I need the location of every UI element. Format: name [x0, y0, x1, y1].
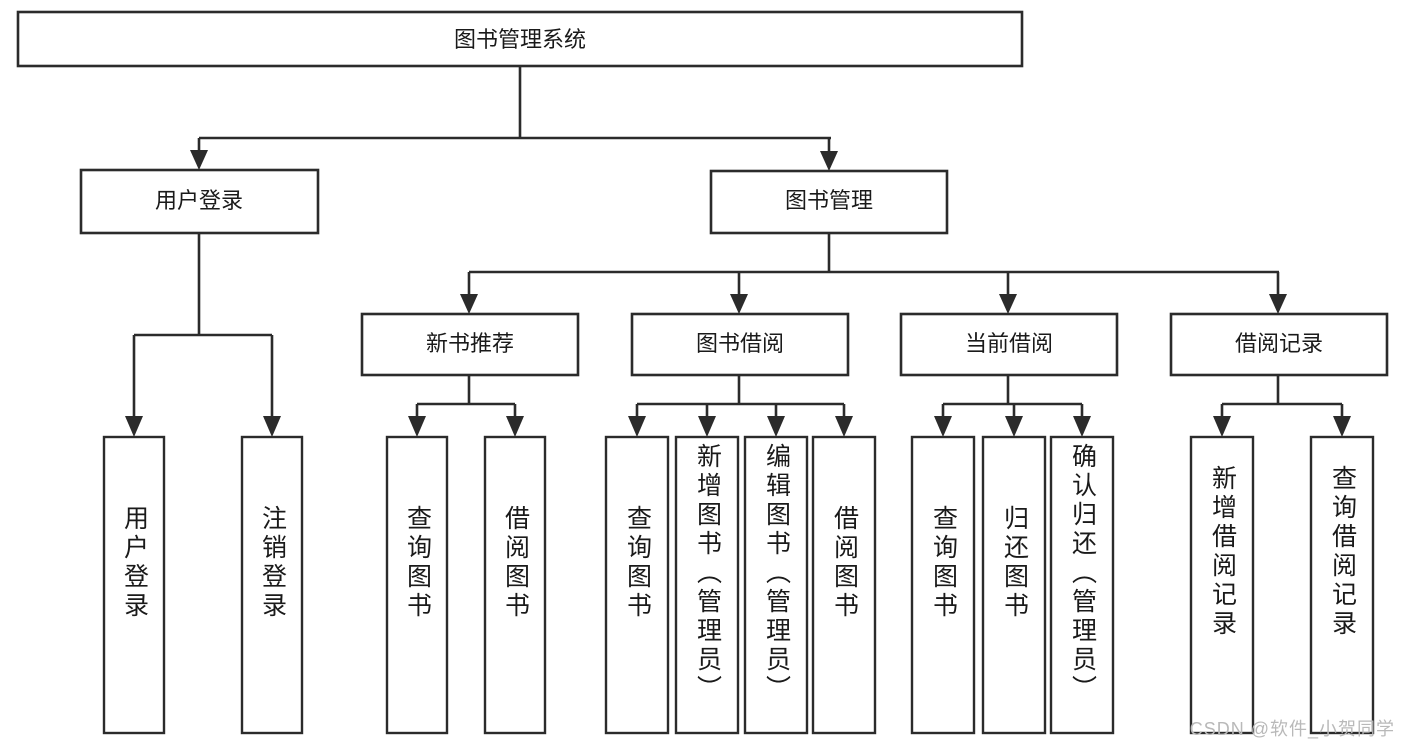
arrow-head-borrow-record — [1269, 294, 1287, 314]
node-new-book-rec-box — [360, 312, 580, 377]
arrow-head-user-login — [190, 150, 208, 170]
connector-group-root — [190, 66, 838, 171]
arrow-head-leaf-user-login — [125, 416, 143, 437]
leaf-box-query-book-1[interactable] — [385, 435, 449, 735]
node-current-borrow-box — [899, 312, 1119, 377]
connector-group-new-book-rec — [408, 375, 524, 437]
leaf-box-user-logout[interactable] — [240, 435, 304, 735]
arrow-head-book-borrow — [730, 294, 748, 314]
arrow-head-leaf-return-book — [1005, 416, 1023, 437]
leaf-box-borrow-book-2[interactable] — [811, 435, 877, 735]
leaf-box-edit-book[interactable] — [743, 435, 809, 735]
node-borrow-record-label: 借阅记录 — [1235, 331, 1323, 356]
leaf-box-group — [102, 435, 1375, 735]
node-new-book-rec-label: 新书推荐 — [426, 331, 514, 356]
node-root-system[interactable]: 图书管理系统 — [16, 10, 1024, 68]
arrow-head-leaf-query-record — [1333, 416, 1351, 437]
node-new-book-rec[interactable]: 新书推荐 — [360, 312, 580, 377]
node-book-borrow[interactable]: 图书借阅 — [630, 312, 850, 377]
arrow-head-leaf-query-book-3 — [934, 416, 952, 437]
arrow-head-book-manage — [820, 151, 838, 171]
connector-group-book-borrow — [628, 375, 853, 437]
leaf-box-add-record[interactable] — [1189, 435, 1255, 735]
arrow-head-leaf-query-book-1 — [408, 416, 426, 437]
connector-group-user-login — [125, 233, 281, 437]
leaf-box-return-book[interactable] — [981, 435, 1047, 735]
arrow-head-leaf-add-book — [698, 416, 716, 437]
arrow-head-current-borrow — [999, 294, 1017, 314]
leaf-box-borrow-book-1[interactable] — [483, 435, 547, 735]
node-user-login-box — [79, 168, 320, 235]
arrow-head-leaf-user-logout — [263, 416, 281, 437]
node-borrow-record[interactable]: 借阅记录 — [1169, 312, 1389, 377]
connector-group-current-borrow — [934, 375, 1091, 437]
node-borrow-record-box — [1169, 312, 1389, 377]
csdn-watermark: CSDN @软件_小贺同学 — [1189, 719, 1395, 739]
node-book-manage[interactable]: 图书管理 — [709, 169, 949, 235]
node-root-label: 图书管理系统 — [454, 27, 586, 52]
node-book-manage-label: 图书管理 — [785, 188, 873, 213]
node-book-borrow-box — [630, 312, 850, 377]
connector-group-book-manage — [460, 233, 1287, 314]
leaf-box-query-book-3[interactable] — [910, 435, 976, 735]
arrow-head-leaf-add-record — [1213, 416, 1231, 437]
arrow-head-leaf-borrow-book-1 — [506, 416, 524, 437]
node-current-borrow-label: 当前借阅 — [965, 331, 1053, 356]
node-user-login-label: 用户登录 — [155, 188, 243, 213]
leaf-box-query-record[interactable] — [1309, 435, 1375, 735]
leaf-box-confirm-return[interactable] — [1049, 435, 1115, 735]
arrow-head-new-book-rec — [460, 294, 478, 314]
node-root-box — [16, 10, 1024, 68]
leaf-box-query-book-2[interactable] — [604, 435, 670, 735]
node-user-login[interactable]: 用户登录 — [79, 168, 320, 235]
node-book-manage-box — [709, 169, 949, 235]
leaf-box-user-login[interactable] — [102, 435, 166, 735]
arrow-head-leaf-edit-book — [767, 416, 785, 437]
arrow-head-leaf-confirm-return — [1073, 416, 1091, 437]
leaf-box-add-book[interactable] — [674, 435, 740, 735]
arrow-head-leaf-query-book-2 — [628, 416, 646, 437]
node-book-borrow-label: 图书借阅 — [696, 331, 784, 356]
connector-group-borrow-record — [1213, 375, 1351, 437]
arrow-head-leaf-borrow-book-2 — [835, 416, 853, 437]
node-current-borrow[interactable]: 当前借阅 — [899, 312, 1119, 377]
